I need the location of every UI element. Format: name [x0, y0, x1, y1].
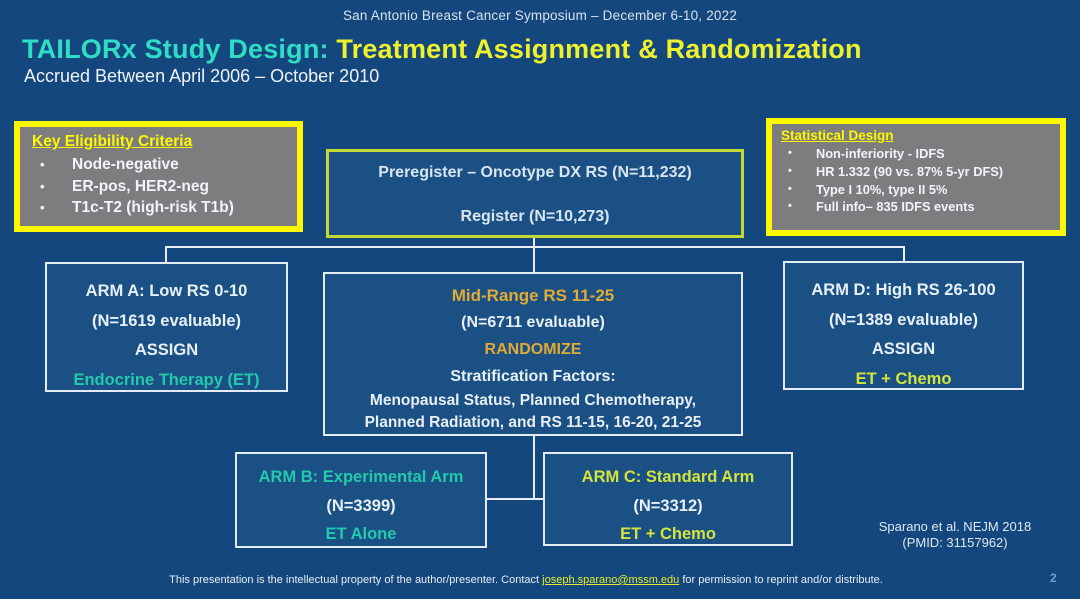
footer-text-prefix: This presentation is the intellectual pr…	[169, 574, 543, 586]
arm-d-box: ARM D: High RS 26-100 (N=1389 evaluable)…	[783, 261, 1024, 390]
arm-a-box: ARM A: Low RS 0-10 (N=1619 evaluable) AS…	[45, 262, 288, 392]
mid-range-randomize: RANDOMIZE	[484, 341, 582, 358]
eligibility-item: Node-negative	[30, 154, 289, 176]
register-line: Register (N=10,273)	[460, 208, 610, 225]
connector-mid-stem	[533, 436, 535, 500]
arm-b-title: ARM B: Experimental Arm	[258, 468, 464, 486]
arm-d-action: ASSIGN	[871, 340, 936, 358]
arm-a-action: ASSIGN	[134, 341, 199, 359]
arm-c-title: ARM C: Standard Arm	[581, 468, 755, 486]
conference-header: San Antonio Breast Cancer Symposium – De…	[342, 8, 738, 23]
mid-range-n: (N=6711 evaluable)	[461, 314, 605, 331]
title-study-name: TAILORx Study Design:	[22, 34, 337, 64]
arm-c-box: ARM C: Standard Arm (N=3312) ET + Chemo	[543, 452, 793, 546]
preregister-register-box: Preregister – Oncotype DX RS (N=11,232) …	[326, 149, 744, 238]
connector-drop-arm-a	[165, 246, 167, 263]
contact-email-link[interactable]: joseph.sparano@mssm.edu	[542, 574, 680, 586]
eligibility-item: T1c-T2 (high-risk T1b)	[30, 197, 289, 219]
statistical-design-item: HR 1.332 (90 vs. 87% 5-yr DFS)	[780, 163, 1054, 181]
arm-d-title: ARM D: High RS 26-100	[811, 281, 996, 299]
arm-d-n: (N=1389 evaluable)	[828, 310, 979, 329]
statistical-design-item: Non-inferiority - IDFS	[780, 145, 1054, 163]
mid-range-box: Mid-Range RS 11-25 (N=6711 evaluable) RA…	[323, 272, 743, 436]
page-number: 2	[1050, 571, 1057, 585]
arm-a-n: (N=1619 evaluable)	[91, 311, 242, 330]
footer-text-suffix: for permission to reprint and/or distrib…	[679, 574, 883, 586]
statistical-design-list: Non-inferiority - IDFS HR 1.332 (90 vs. …	[780, 145, 1054, 216]
stratification-factors-line1: Menopausal Status, Planned Chemotherapy,	[369, 392, 697, 409]
connector-drop-arm-d	[903, 246, 905, 262]
statistical-design-item: Type I 10%, type II 5%	[780, 181, 1054, 199]
eligibility-title: Key Eligibility Criteria	[32, 133, 193, 150]
citation: Sparano et al. NEJM 2018 (PMID: 31157962…	[845, 519, 1065, 551]
arm-c-n: (N=3312)	[633, 496, 703, 515]
arm-b-n: (N=3399)	[326, 496, 396, 515]
arm-a-title: ARM A: Low RS 0-10	[85, 282, 248, 300]
statistical-design-item: Full info– 835 IDFS events	[780, 198, 1054, 216]
statistical-design-box: Statistical Design Non-inferiority - IDF…	[766, 118, 1066, 236]
connector-drop-mid	[533, 246, 535, 273]
slide-title: TAILORx Study Design: Treatment Assignme…	[22, 34, 862, 65]
title-topic: Treatment Assignment & Randomization	[336, 34, 862, 64]
stratification-heading: Stratification Factors:	[450, 368, 616, 385]
arm-b-treatment: ET Alone	[325, 525, 397, 543]
citation-reference: Sparano et al. NEJM 2018	[878, 519, 1032, 534]
connector-horizontal-main	[165, 246, 905, 248]
arm-c-treatment: ET + Chemo	[620, 525, 716, 543]
stratification-factors-line2: Planned Radiation, and RS 11-15, 16-20, …	[364, 414, 702, 431]
preregister-line: Preregister – Oncotype DX RS (N=11,232)	[378, 164, 692, 181]
arm-a-treatment: Endocrine Therapy (ET)	[73, 370, 260, 389]
eligibility-item: ER-pos, HER2-neg	[30, 176, 289, 198]
statistical-design-title: Statistical Design	[781, 128, 894, 143]
arm-d-treatment: ET + Chemo	[855, 369, 952, 388]
connector-register-stem	[533, 238, 535, 247]
eligibility-criteria-box: Key Eligibility Criteria Node-negative E…	[14, 121, 303, 232]
connector-horizontal-bc	[487, 498, 543, 500]
footer-disclaimer: This presentation is the intellectual pr…	[0, 574, 1052, 586]
eligibility-list: Node-negative ER-pos, HER2-neg T1c-T2 (h…	[30, 154, 289, 219]
mid-range-title: Mid-Range RS 11-25	[451, 286, 615, 305]
accrual-period-subtitle: Accrued Between April 2006 – October 201…	[24, 66, 380, 86]
arm-b-box: ARM B: Experimental Arm (N=3399) ET Alon…	[235, 452, 487, 548]
citation-pmid: (PMID: 31157962)	[902, 535, 1008, 550]
